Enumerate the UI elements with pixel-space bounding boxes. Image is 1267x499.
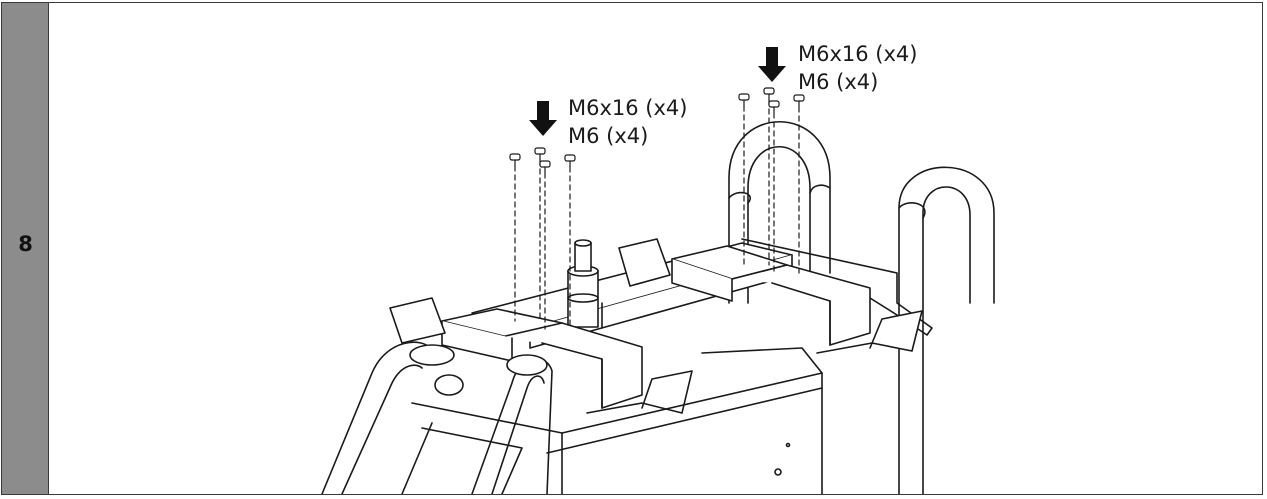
down-arrow-icon xyxy=(758,47,786,82)
hardware-callout-left: M6x16 (x4) M6 (x4) xyxy=(568,94,687,150)
rear-bracket xyxy=(741,238,933,336)
middle-loop-handle xyxy=(728,120,831,304)
foot-pedals xyxy=(389,238,923,414)
bolt-icon xyxy=(509,147,576,174)
washer-spec: M6 (x4) xyxy=(798,70,879,94)
washer-spec: M6 (x4) xyxy=(568,124,649,148)
step-number: 8 xyxy=(18,232,33,256)
step-sidebar: 8 xyxy=(2,3,49,494)
bolt-spec: M6x16 (x4) xyxy=(568,96,688,120)
base-frame xyxy=(411,347,823,494)
hardware-callout-right: M6x16 (x4) M6 (x4) xyxy=(798,40,917,96)
seat-post xyxy=(567,239,599,328)
rear-loop-handle xyxy=(898,166,995,494)
right-bracket xyxy=(671,245,871,346)
bolt-spec: M6x16 (x4) xyxy=(798,42,918,66)
front-handles xyxy=(321,341,553,494)
down-arrow-icon xyxy=(529,101,557,136)
bolt-guide-lines xyxy=(514,99,800,330)
assembly-illustration xyxy=(321,47,995,494)
bolt-icon xyxy=(738,87,805,114)
